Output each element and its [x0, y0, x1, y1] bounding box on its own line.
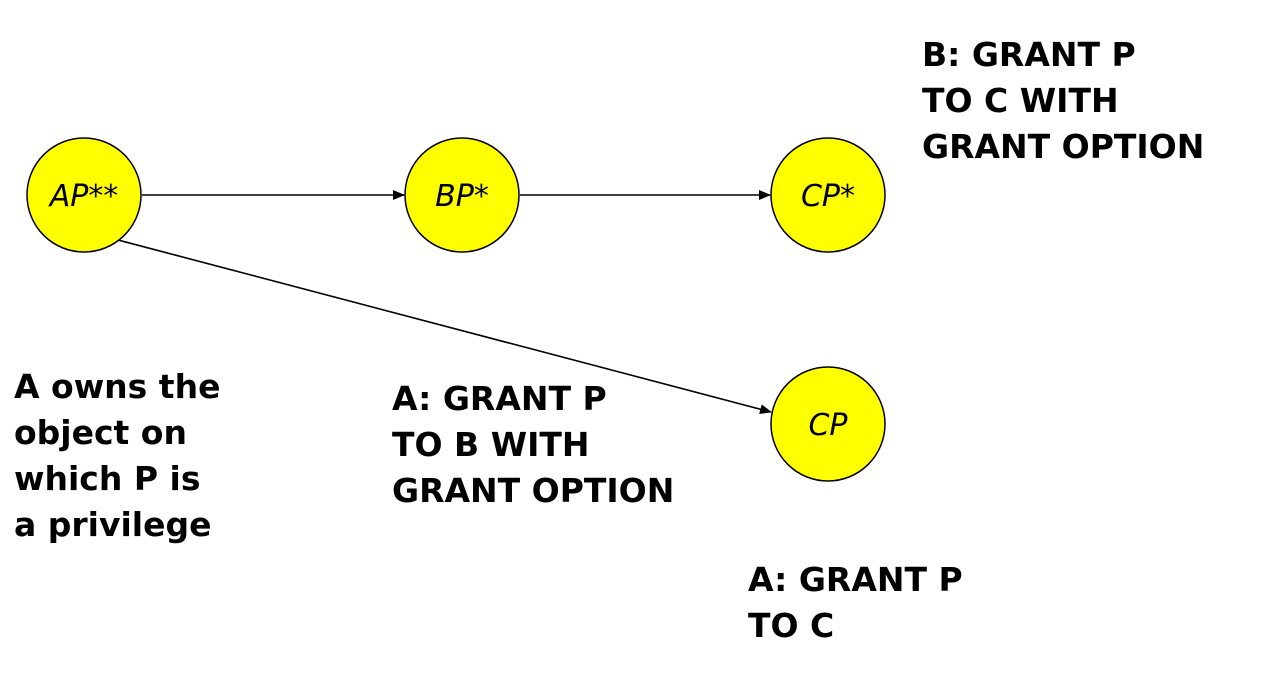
node-cp: CP: [770, 366, 886, 482]
node-bp-label: BP*: [435, 179, 489, 214]
note-line: TO C WITH: [922, 81, 1119, 120]
note-line: B: GRANT P: [922, 35, 1136, 74]
node-ap: AP**: [26, 137, 142, 253]
edge-ap-to-cp: [117, 239, 772, 415]
note-a-grant-to-b: A: GRANT P TO B WITH GRANT OPTION: [392, 376, 674, 514]
note-b-grant-to-c: B: GRANT P TO C WITH GRANT OPTION: [922, 32, 1204, 170]
note-line: TO C: [748, 606, 835, 645]
note-line: GRANT OPTION: [922, 127, 1205, 166]
note-line: TO B WITH: [392, 425, 590, 464]
note-line: object on: [14, 413, 187, 452]
note-a-grant-to-c: A: GRANT P TO C: [748, 557, 963, 649]
note-line: A: GRANT P: [748, 560, 963, 599]
node-bp: BP*: [404, 137, 520, 253]
note-line: a privilege: [14, 505, 212, 544]
note-line: which P is: [14, 459, 201, 498]
note-line: A: GRANT P: [392, 379, 607, 418]
note-line: A owns the: [14, 367, 221, 406]
note-owner: A owns the object on which P is a privil…: [14, 364, 220, 548]
node-cp-grant-label: CP*: [801, 179, 855, 214]
node-cp-label: CP: [808, 408, 848, 443]
note-line: GRANT OPTION: [392, 471, 675, 510]
node-ap-label: AP**: [48, 179, 119, 214]
node-cp-grant: CP*: [770, 137, 886, 253]
